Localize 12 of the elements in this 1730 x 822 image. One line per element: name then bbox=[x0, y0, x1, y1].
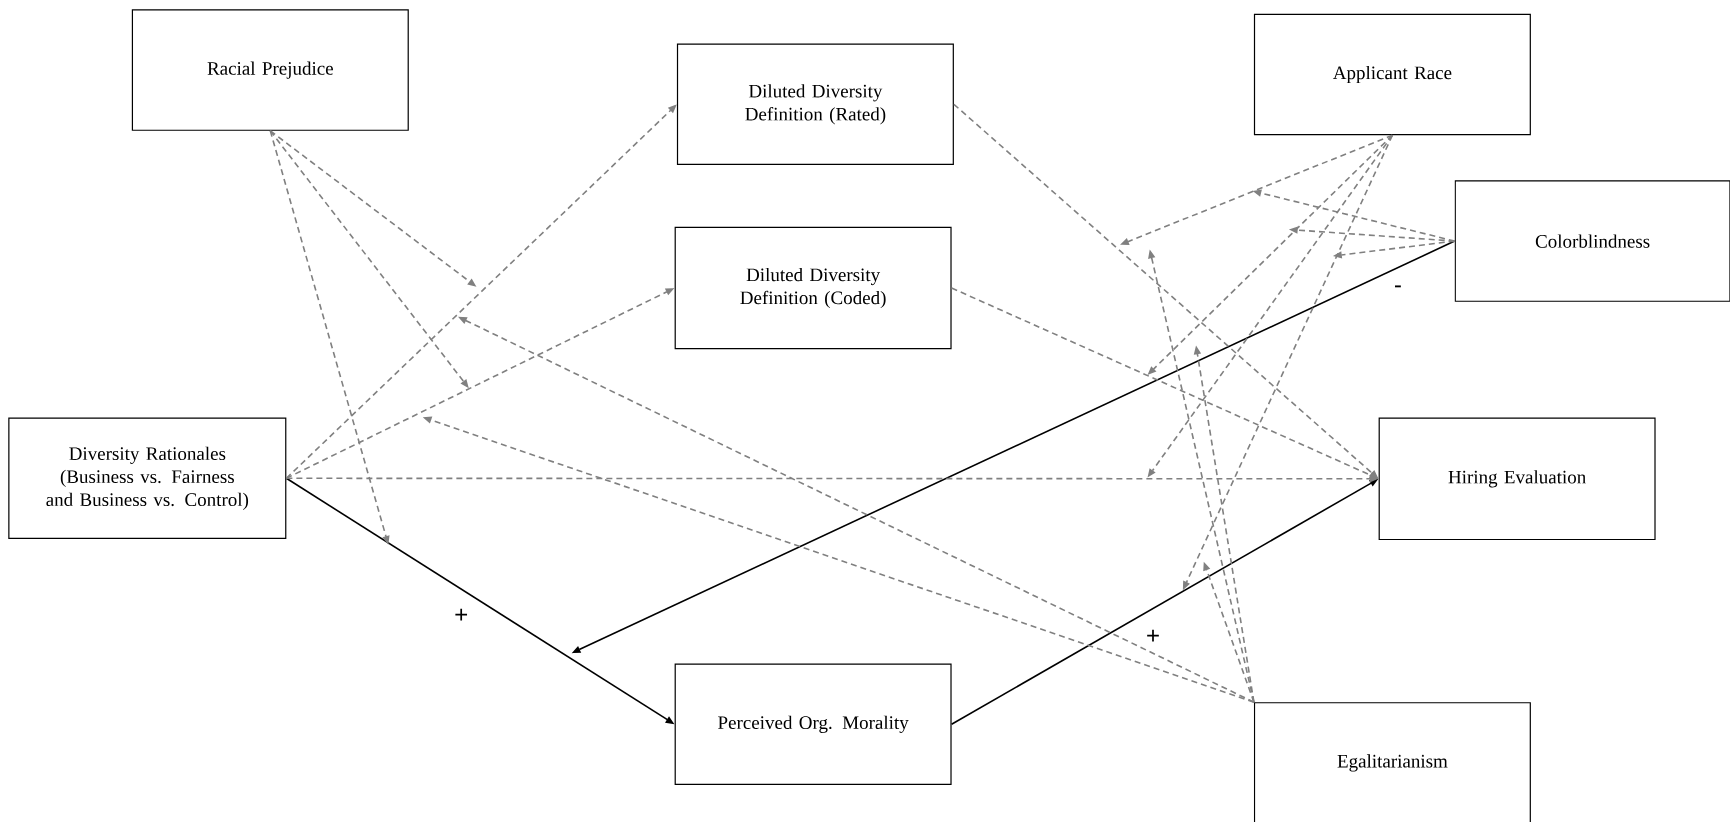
sign-label: + bbox=[455, 608, 468, 621]
variable-box: Egalitarianism bbox=[1253, 702, 1531, 822]
variable-box: Diluted Diversity Definition (Rated) bbox=[676, 43, 954, 166]
variable-box: Diversity Rationales (Business vs. Fairness and Business vs. Control) bbox=[8, 417, 287, 540]
variable-box: Hiring Evaluation bbox=[1378, 417, 1656, 541]
variable-box: Perceived Org. Morality bbox=[674, 663, 952, 786]
sign-label: - bbox=[1395, 285, 1401, 288]
variable-box: Applicant Race bbox=[1253, 13, 1531, 136]
variable-box: Colorblindness bbox=[1454, 180, 1730, 302]
variable-box: Diluted Diversity Definition (Coded) bbox=[674, 226, 952, 350]
sign-label: + bbox=[1147, 629, 1159, 642]
variable-box: Racial Prejudice bbox=[131, 9, 409, 131]
